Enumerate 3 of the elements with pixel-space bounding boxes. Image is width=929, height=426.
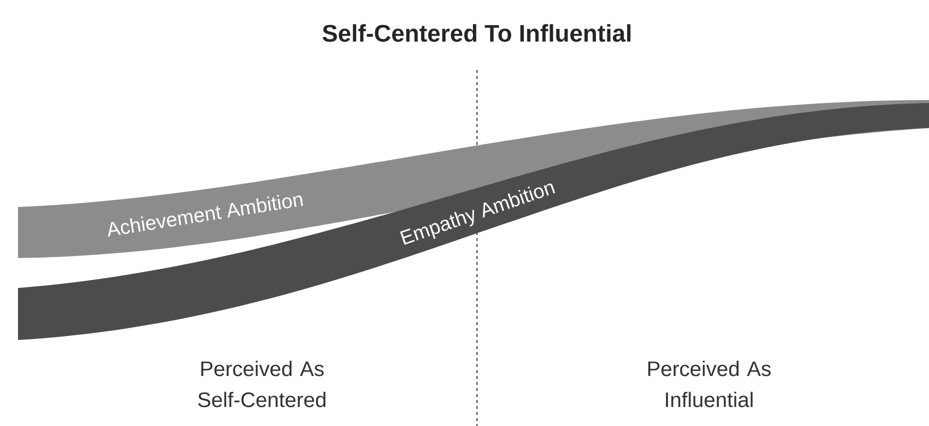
region-label: Perceived As Influential	[648, 360, 771, 408]
title: Self-Centered To Influential	[322, 24, 630, 42]
region-label: Perceived As Self-Centered	[198, 360, 326, 408]
